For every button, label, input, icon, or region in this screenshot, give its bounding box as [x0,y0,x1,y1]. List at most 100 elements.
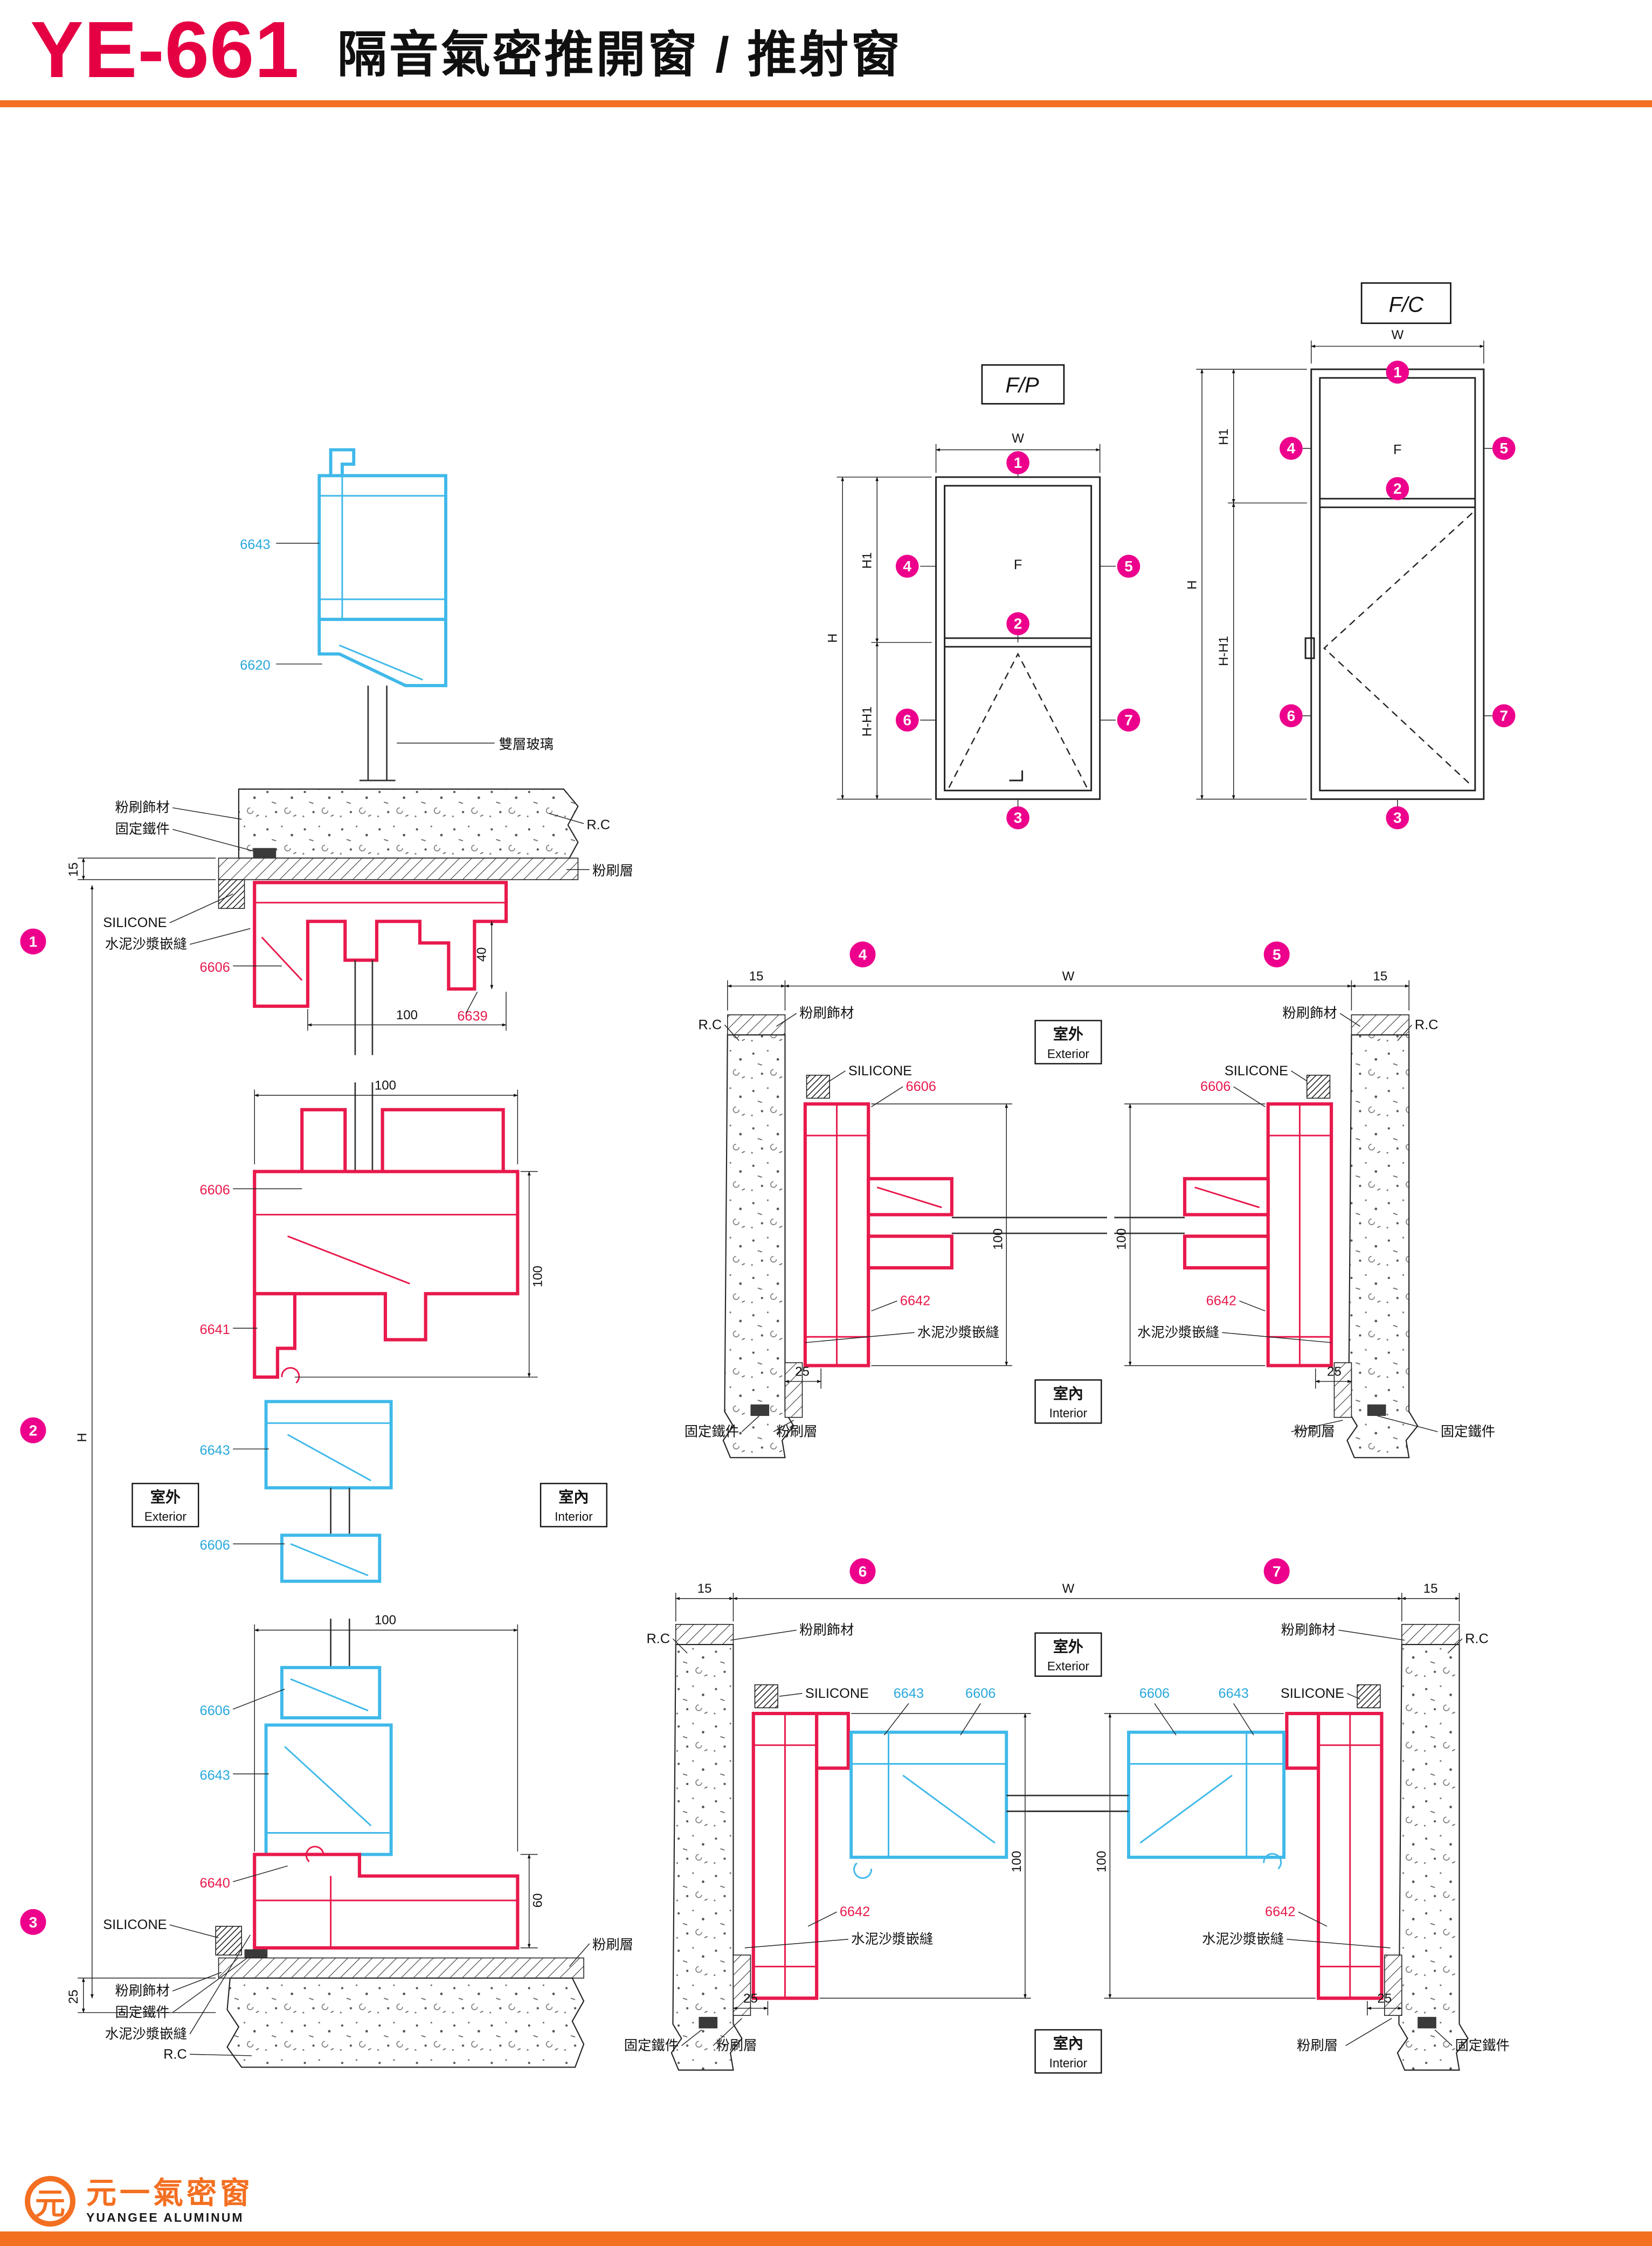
profile-tab [329,448,356,478]
dim-100: 100 [991,1228,1005,1250]
silicone-seal [806,1075,830,1099]
part-label-6642: 6642 [1206,1294,1236,1309]
part-label-6606: 6606 [1139,1686,1170,1701]
label-silicone: SILICONE [103,1917,167,1932]
dim-15: 15 [697,1581,712,1596]
fixing-bracket [1367,1404,1386,1416]
silicone-seal [1357,1684,1381,1709]
frame-profile-detail: 6643 6620 雙層玻璃 [240,448,554,782]
svg-text:Exterior: Exterior [144,1510,187,1524]
svg-text:7: 7 [1499,707,1508,724]
label-plaster-finish: 粉刷飾材 [1281,1622,1336,1637]
svg-text:Exterior: Exterior [1047,1659,1090,1673]
transom-lower-leg [253,1292,296,1379]
svg-text:5: 5 [1124,558,1133,575]
silicone-seal [215,1926,243,1956]
part-label-6606: 6606 [906,1079,936,1094]
fixing-bracket [699,2016,718,2029]
dim-25: 25 [743,1991,758,2006]
svg-text:4: 4 [903,558,911,575]
plaster-layer [732,1954,751,2016]
plaster-finish [1401,1623,1460,1645]
svg-text:5: 5 [1499,440,1508,457]
balloon-1: 1 [20,928,46,955]
part-label-6606: 6606 [1200,1079,1231,1094]
part-label-6643: 6643 [1219,1686,1249,1701]
balloon-7: 7 [1117,708,1140,732]
svg-text:3: 3 [1014,810,1022,826]
balloon-3: 3 [1006,806,1029,830]
label-plaster-finish: 粉刷飾材 [799,1006,854,1021]
svg-text:6: 6 [903,711,911,728]
profile-6643 [317,474,447,621]
interior-label: 室內 Interior [540,1483,607,1528]
label-fixing-bracket: 固定鐵件 [1455,2038,1509,2053]
fixed-panel-label: F [1014,557,1022,572]
exterior-label: 室外 Exterior [132,1483,199,1528]
handle-icon [1009,770,1024,782]
svg-text:1: 1 [29,934,38,950]
sections-4-5-jamb-details: 4 5 15 W 15 R.C 粉刷飾材 SILICONE 6606 [685,941,1495,1459]
glazing-bead [280,1666,382,1720]
label-mortar-joint: 水泥沙漿嵌縫 [1137,1325,1219,1340]
label-rc: R.C [1465,1631,1489,1646]
part-label-6639: 6639 [457,1008,487,1024]
label-plaster-layer: 粉刷層 [716,2038,757,2053]
svg-text:3: 3 [29,1914,38,1931]
dim-40: 40 [475,947,489,962]
dim-h1: H1 [860,552,875,569]
part-label-6643: 6643 [200,1768,230,1783]
fixing-bracket [750,1404,770,1416]
balloon-4: 4 [849,941,876,967]
svg-text:2: 2 [1014,616,1022,632]
window-frame-outer [1310,368,1485,800]
window-frame-inner [1319,377,1476,792]
label-mortar-joint: 水泥沙漿嵌縫 [105,937,187,952]
model-number: YE-661 [30,5,300,94]
balloon-5: 5 [1492,437,1516,460]
dim-100: 100 [1094,1851,1109,1872]
fc-title-box [1360,282,1451,324]
exterior-label: 室外 Exterior [1034,1632,1102,1677]
balloon-5: 5 [1117,555,1140,578]
silicone-seal [218,879,245,909]
dim-60: 60 [531,1893,545,1908]
part-label-6642: 6642 [840,1904,870,1919]
handle-icon [1304,637,1315,659]
sections-6-7-jamb-details: 6 7 15 W 15 R.C 粉刷飾材 SILICONE [624,1558,1510,2074]
svg-text:7: 7 [1124,711,1133,728]
part-label-6606: 6606 [200,1703,230,1718]
label-plaster-layer: 粉刷層 [592,1938,633,1953]
dim-25: 25 [1327,1364,1342,1379]
dim-h1: H1 [1216,429,1231,445]
svg-text:6: 6 [859,1563,867,1580]
label-silicone: SILICONE [1225,1063,1288,1079]
vent-bottom-rail [264,1723,393,1856]
dim-15: 15 [1373,969,1387,984]
svg-text:3: 3 [1393,810,1402,826]
opening-indication [948,652,1088,788]
dim-25: 25 [1377,1991,1392,2006]
label-plaster-finish: 粉刷飾材 [799,1622,854,1637]
svg-text:室內: 室內 [558,1488,589,1505]
svg-text:7: 7 [1273,1563,1281,1580]
technical-drawing: 6643 6620 雙層玻璃 F/P F W H1 H-H1 H [20,282,1516,2074]
balloon-4: 4 [895,555,919,578]
part-label-6606: 6606 [965,1686,996,1701]
dim-w: W [1062,969,1075,984]
label-mortar-joint: 水泥沙漿嵌縫 [917,1325,999,1340]
brand-name-en: YUANGEE ALUMINUM [86,2210,244,2225]
label-plaster-finish: 粉刷飾材 [115,800,170,816]
balloon-3: 3 [1386,806,1409,830]
jamb-flange [1285,1712,1321,1770]
label-silicone: SILICONE [848,1063,912,1079]
svg-text:室內: 室內 [1053,1385,1083,1402]
part-label-6642: 6642 [900,1294,930,1309]
label-plaster-layer: 粉刷層 [592,863,633,879]
footer: 元 元一氣密窗 YUANGEE ALUMINUM [0,2162,1652,2246]
label-fixing-bracket: 固定鐵件 [624,2038,679,2053]
dim-w: W [1012,431,1024,446]
concrete-wall [671,1644,743,2071]
profile-6620 [317,618,447,687]
svg-text:室外: 室外 [1053,1637,1083,1655]
